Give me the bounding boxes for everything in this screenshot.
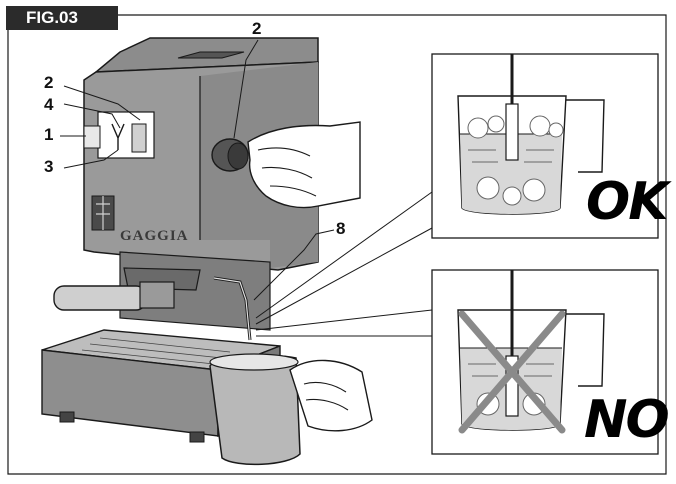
callout-switch-3: 3 [44, 157, 54, 176]
leader-lines [60, 39, 335, 301]
hand-on-knob-icon [247, 121, 361, 209]
callout-switch-2: 2 [44, 73, 54, 92]
callout-switch-4: 4 [44, 95, 54, 114]
ok-panel [431, 53, 659, 239]
milk-pitcher [209, 353, 301, 466]
projection-lines [255, 191, 433, 337]
ok-wand-tip [505, 103, 519, 161]
hand-on-pitcher-icon [289, 359, 373, 432]
callout-steam-wand: 8 [336, 219, 346, 238]
switch-1-rocker [83, 125, 101, 149]
figure-label: FIG.03 [6, 6, 118, 30]
no-panel [431, 269, 659, 455]
switch-2-rocker [131, 123, 147, 153]
machine-brand: GAGGIA [120, 228, 189, 244]
portafilter-handle [53, 285, 147, 311]
cross-out-icon [458, 310, 566, 434]
ok-verdict: OK [586, 172, 668, 232]
callout-switch-1: 1 [44, 125, 54, 144]
no-verdict: NO [584, 390, 670, 450]
gaggia-emblem-icon [91, 195, 115, 231]
figure-frame [7, 14, 667, 475]
callout-steam-knob: 2 [252, 19, 262, 38]
